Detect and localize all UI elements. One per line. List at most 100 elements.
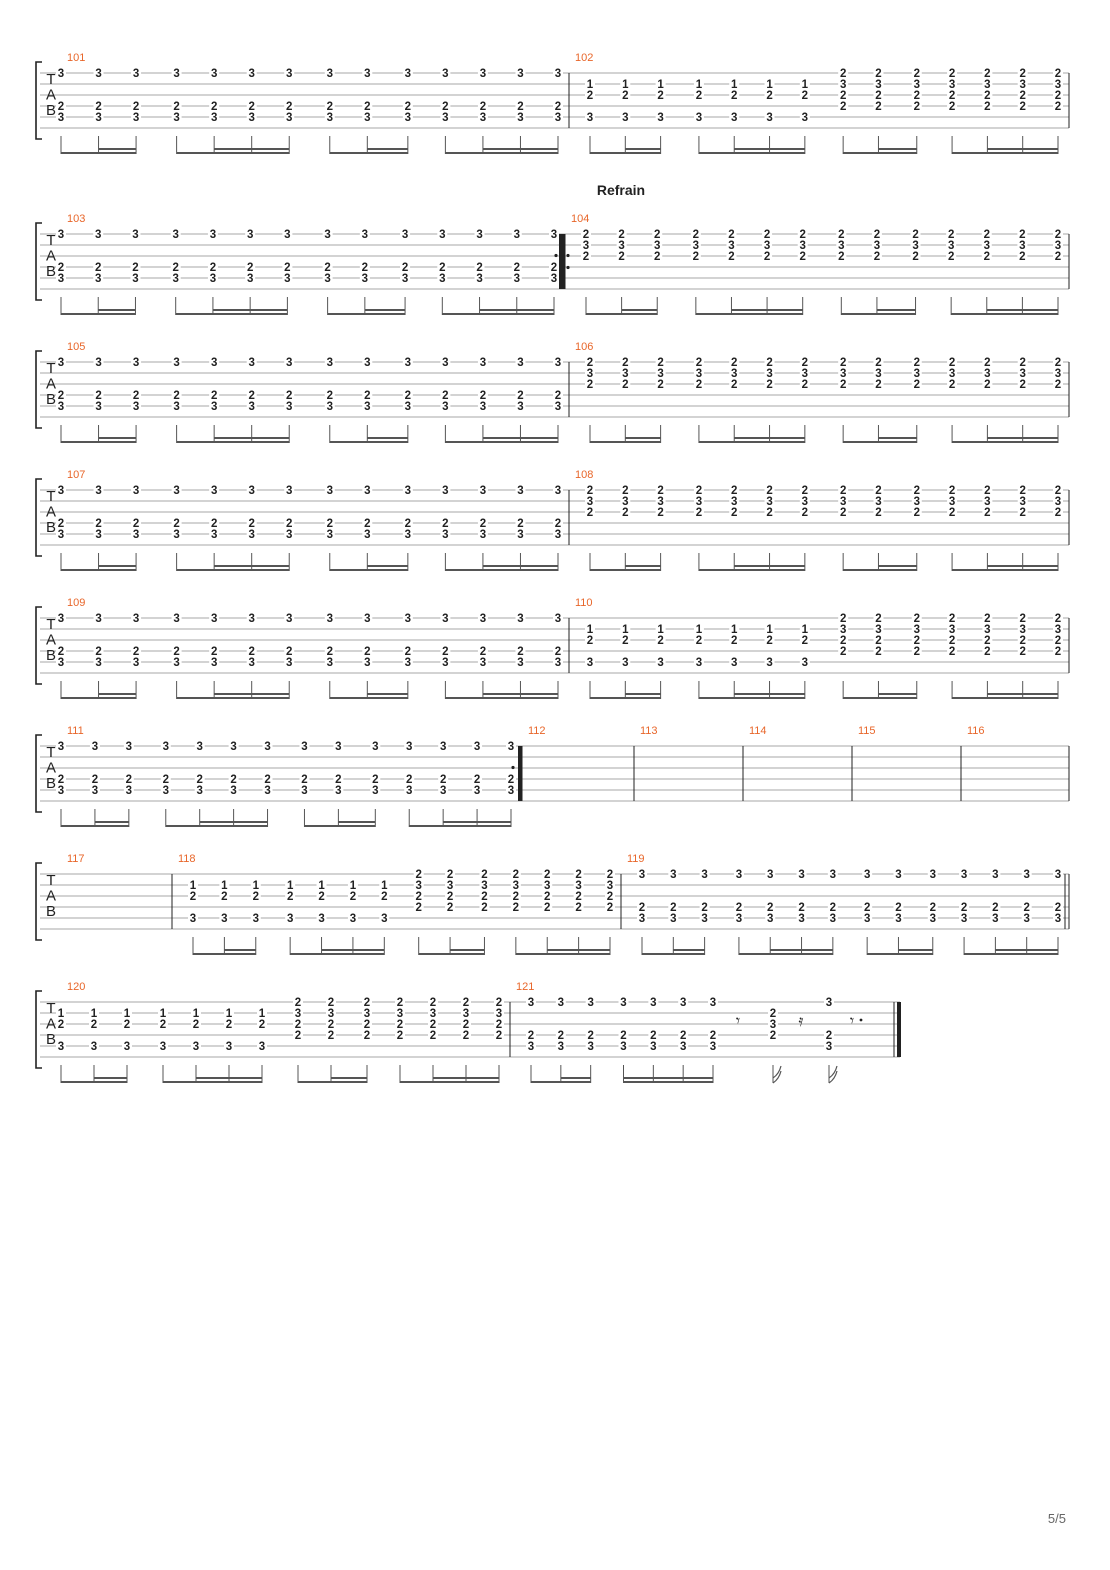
fret-number: 2 [1019, 251, 1025, 263]
note-beam-secondary [214, 693, 290, 695]
fret-number: 3 [92, 785, 98, 797]
fret-mask [620, 378, 631, 390]
fret-number: 2 [1055, 101, 1061, 113]
fret-number: 3 [874, 240, 880, 252]
fret-mask [477, 612, 488, 624]
repeat-dot [566, 265, 570, 270]
fret-number: 3 [517, 401, 523, 413]
note-beam [176, 569, 290, 571]
fret-number: 3 [961, 869, 967, 881]
fret-mask [838, 623, 849, 635]
fret-number: 3 [840, 79, 846, 91]
fret-mask [1053, 78, 1063, 90]
measure-number: 112 [528, 725, 546, 737]
fret-number: 3 [830, 913, 836, 925]
fret-number: 3 [364, 657, 370, 669]
fret-number: 3 [248, 401, 254, 413]
fret-number: 2 [802, 357, 808, 369]
fret-mask [824, 1040, 834, 1052]
fret-mask [581, 228, 591, 240]
fret-number: 2 [92, 774, 98, 786]
fret-mask [479, 868, 490, 880]
fret-mask [395, 1018, 405, 1030]
fret-mask [708, 996, 718, 1008]
fret-mask [93, 389, 104, 401]
fret-number: 2 [622, 507, 628, 519]
fret-mask [553, 484, 563, 496]
fret-number: 3 [364, 401, 370, 413]
note-flag [828, 1070, 838, 1084]
fret-number: 2 [914, 507, 920, 519]
fret-number: 2 [607, 891, 613, 903]
fret-number: 3 [173, 68, 179, 80]
fret-mask [209, 356, 220, 368]
fret-number: 3 [442, 357, 448, 369]
fret-number: 3 [476, 273, 482, 285]
fret-number: 2 [657, 507, 663, 519]
fret-number: 3 [622, 657, 628, 669]
fret-number: 3 [474, 741, 480, 753]
fret-mask [1053, 623, 1063, 635]
fret-mask [494, 1007, 504, 1019]
fret-number: 2 [622, 90, 628, 102]
fret-mask [620, 78, 631, 90]
fret-number: 3 [301, 785, 307, 797]
fret-number: 2 [949, 101, 955, 113]
fret-number: 3 [173, 613, 179, 625]
fret-number: 3 [248, 529, 254, 541]
fret-mask [246, 528, 257, 540]
fret-mask [477, 111, 488, 123]
fret-mask [209, 528, 220, 540]
fret-mask [911, 495, 922, 507]
fret-number: 3 [253, 913, 259, 925]
fret-number: 2 [764, 229, 770, 241]
fret-mask [56, 528, 66, 540]
fret-number: 2 [364, 101, 370, 113]
fret-mask [699, 912, 710, 924]
fret-mask [668, 912, 679, 924]
fret-number: 3 [802, 657, 808, 669]
fret-number: 3 [508, 785, 514, 797]
fret-number: 3 [58, 357, 64, 369]
fret-number: 2 [770, 1008, 776, 1020]
fret-number: 3 [654, 240, 660, 252]
fret-number: 2 [58, 1019, 64, 1031]
fret-number: 2 [133, 390, 139, 402]
fret-mask [402, 645, 413, 657]
system-bracket [35, 478, 42, 557]
fret-mask [440, 100, 451, 112]
fret-mask [959, 912, 970, 924]
fret-mask [873, 623, 884, 635]
fret-mask [893, 901, 904, 913]
fret-mask [93, 484, 104, 496]
fret-mask [873, 645, 884, 657]
fret-number: 3 [1019, 624, 1025, 636]
fret-mask [729, 89, 740, 101]
fret-number: 2 [447, 902, 453, 914]
fret-mask [1017, 367, 1028, 379]
fret-mask [93, 111, 104, 123]
fret-mask [207, 272, 218, 284]
fret-mask [911, 484, 922, 496]
fret-number: 3 [914, 368, 920, 380]
fret-mask [322, 228, 333, 240]
fret-number: 3 [58, 613, 64, 625]
fret-mask [131, 645, 142, 657]
fret-mask [477, 645, 488, 657]
fret-mask [440, 645, 451, 657]
fret-mask [250, 879, 261, 891]
fret-mask [326, 1018, 336, 1030]
fret-number: 2 [295, 1030, 301, 1042]
fret-number: 2 [544, 891, 550, 903]
fret-number: 2 [95, 262, 101, 274]
fret-number: 3 [544, 880, 550, 892]
fret-mask [245, 272, 256, 284]
tab-clef-letter: B [46, 1031, 56, 1048]
note-beam [698, 569, 805, 571]
fret-mask [862, 912, 873, 924]
fret-number: 2 [583, 251, 589, 263]
fret-number: 2 [948, 251, 954, 263]
fret-number: 2 [1055, 68, 1061, 80]
fret-mask [506, 740, 516, 752]
fret-number: 3 [984, 240, 990, 252]
